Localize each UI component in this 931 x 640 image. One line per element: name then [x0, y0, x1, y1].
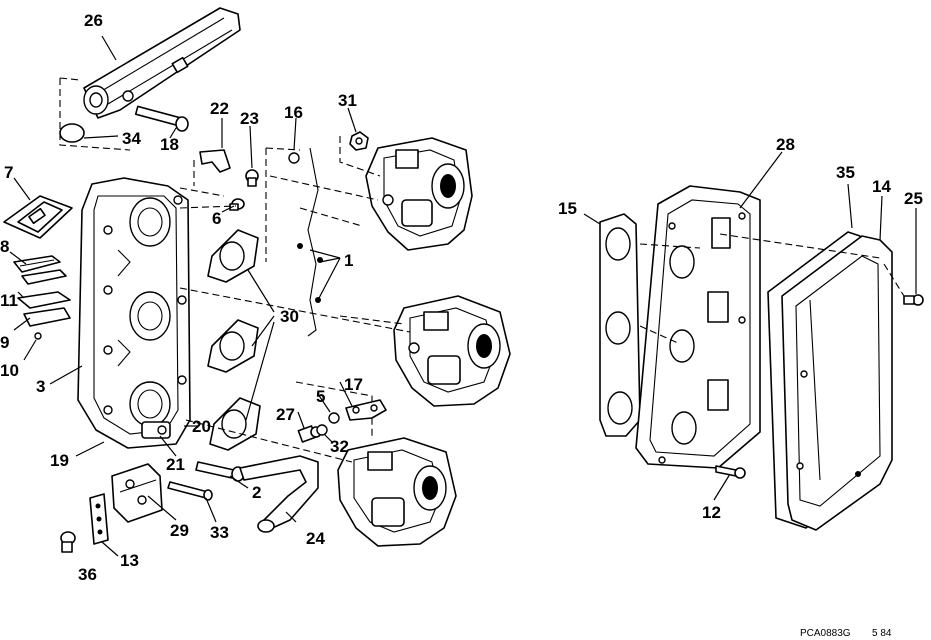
callout-26: 26 [84, 11, 103, 30]
part-7-cover [3, 195, 73, 239]
callout-17: 17 [344, 375, 363, 394]
callout-20: 20 [192, 417, 211, 436]
callout-11: 11 [0, 291, 18, 310]
carburetor-middle [393, 295, 511, 407]
dashed-guide-linkage [265, 147, 301, 262]
part-14-outer-cover [781, 235, 893, 531]
callout-18: 18 [160, 135, 179, 154]
part-34-plug [59, 123, 85, 143]
part-25-screw [903, 294, 924, 306]
figure-date: 5 84 [872, 628, 892, 639]
part-13-plate [89, 493, 109, 545]
part-30-gasket-mid [207, 319, 259, 373]
callout-10: 10 [0, 361, 19, 380]
part-23-screw [245, 169, 259, 187]
callout-15: 15 [558, 199, 577, 218]
part-21-fitting [141, 421, 171, 439]
callout-7: 7 [4, 163, 13, 182]
part-18-screw [134, 105, 189, 132]
callout-34: 34 [122, 129, 141, 148]
leader-lines [9, 35, 917, 557]
part-36-screw [60, 531, 76, 553]
carburetor-top [365, 137, 473, 251]
callout-labels: 26 34 18 22 23 16 31 7 6 8 1 11 30 9 10 … [0, 11, 923, 584]
callout-3: 3 [36, 377, 45, 396]
carburetor-bottom [337, 437, 457, 547]
part-8-gasket [13, 255, 67, 285]
callout-31: 31 [338, 91, 357, 110]
part-30-gasket-bottom [209, 397, 261, 451]
callout-5: 5 [316, 387, 325, 406]
callout-23: 23 [240, 109, 259, 128]
part-22-bracket [199, 149, 231, 173]
part-11-plate [17, 291, 71, 309]
dashed-guide-carb-mid [179, 287, 411, 333]
callout-36: 36 [78, 565, 97, 584]
callout-30: 30 [280, 307, 299, 326]
part-3-intake-manifold [77, 177, 191, 449]
part-5-washer [328, 412, 340, 424]
part-10-pin [34, 332, 42, 340]
part-16-clip [288, 152, 300, 164]
callout-16: 16 [284, 103, 303, 122]
part-15-gasket [599, 213, 641, 437]
callout-28: 28 [776, 135, 795, 154]
part-29-bracket [111, 463, 163, 523]
callout-24: 24 [306, 529, 325, 548]
part-31-nut [349, 131, 369, 151]
part-26-silencer-tube [83, 7, 241, 119]
callout-13: 13 [120, 551, 139, 570]
callout-9: 9 [0, 333, 9, 352]
figure-code: PCA0883G [800, 628, 851, 639]
callout-8: 8 [0, 237, 9, 256]
dashed-guide-22 [179, 160, 237, 209]
dashed-guide-carb-top [269, 136, 381, 227]
callout-22: 22 [210, 99, 229, 118]
part-33-screw [167, 481, 213, 501]
part-28-exhaust-cover [635, 185, 761, 469]
part-6-screw [229, 198, 245, 211]
part-12-screw [715, 465, 746, 479]
callout-33: 33 [210, 523, 229, 542]
callout-19: 19 [50, 451, 69, 470]
callout-1: 1 [344, 251, 353, 270]
callout-25: 25 [904, 189, 923, 208]
dashed-guide-26 [59, 77, 131, 151]
callout-14: 14 [872, 177, 891, 196]
callout-2: 2 [252, 483, 261, 502]
callout-35: 35 [836, 163, 855, 182]
part-32-washer [316, 424, 328, 436]
part-17-bracket [345, 399, 387, 421]
callout-6: 6 [212, 209, 221, 228]
callout-21: 21 [166, 455, 185, 474]
part-30-gasket-top [207, 229, 259, 283]
callout-32: 32 [330, 437, 349, 456]
callout-12: 12 [702, 503, 721, 522]
dashed-guide-carb-bottom [185, 381, 373, 463]
part-1-linkage [297, 147, 323, 337]
part-27-screw [297, 425, 322, 443]
callout-27: 27 [276, 405, 295, 424]
part-9-plate [23, 307, 71, 327]
part-24-hose [239, 455, 319, 533]
part-2-fitting [195, 461, 245, 482]
callout-29: 29 [170, 521, 189, 540]
